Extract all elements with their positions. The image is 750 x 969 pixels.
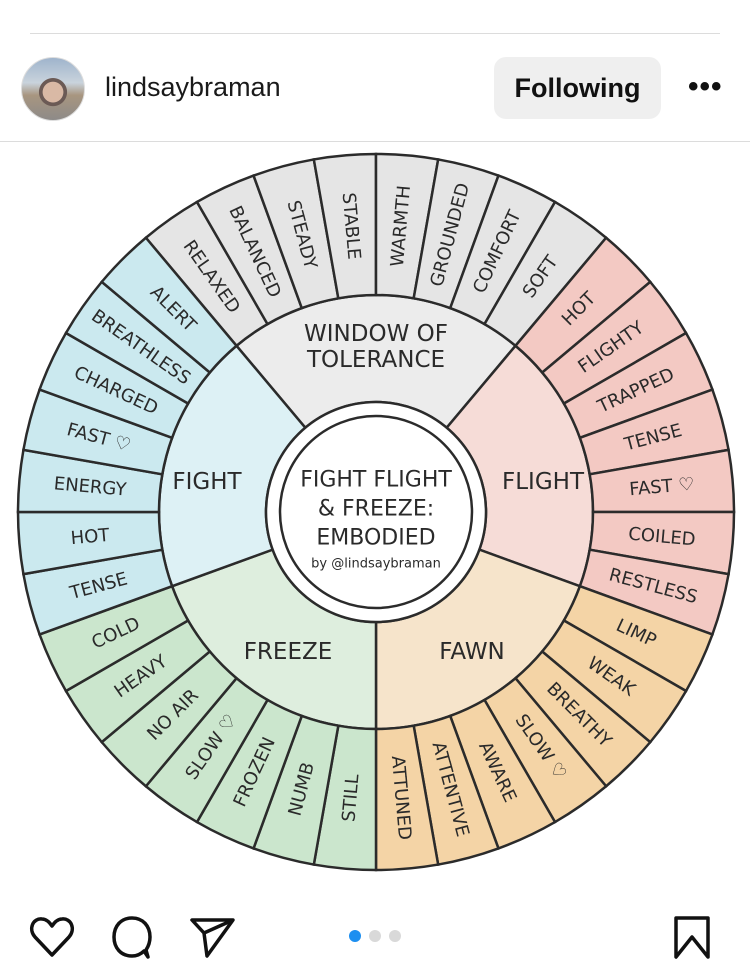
divider [30, 33, 720, 34]
wheel-byline: by @lindsaybraman [311, 557, 441, 572]
section-label: FREEZE [244, 639, 333, 665]
carousel-indicator [349, 930, 401, 942]
section-label: FAWN [439, 639, 505, 665]
word-label: HOT [70, 525, 111, 549]
section-label: WINDOW OF [304, 321, 448, 347]
wheel-title: EMBODIED [316, 526, 435, 551]
send-icon[interactable] [190, 915, 236, 959]
center-circle [278, 414, 474, 610]
bookmark-icon[interactable] [670, 915, 716, 959]
more-options-icon[interactable]: ••• [688, 70, 723, 103]
carousel-dot-2[interactable] [369, 930, 381, 942]
carousel-dot-1[interactable] [349, 930, 361, 942]
avatar[interactable] [21, 57, 85, 121]
section-label: TOLERANCE [306, 347, 445, 373]
comment-icon[interactable] [110, 915, 156, 959]
wheel-title: FIGHT FLIGHT [300, 468, 452, 493]
section-label: FIGHT [172, 469, 242, 495]
wheel-title: & FREEZE: [318, 497, 434, 522]
following-button[interactable]: Following [494, 57, 661, 119]
divider [0, 141, 750, 142]
username-link[interactable]: lindsaybraman [105, 72, 281, 102]
carousel-dot-3[interactable] [389, 930, 401, 942]
section-label: FLIGHT [502, 469, 585, 495]
word-label: STILL [338, 773, 363, 822]
word-segment [99, 235, 239, 375]
heart-icon[interactable] [29, 915, 75, 959]
